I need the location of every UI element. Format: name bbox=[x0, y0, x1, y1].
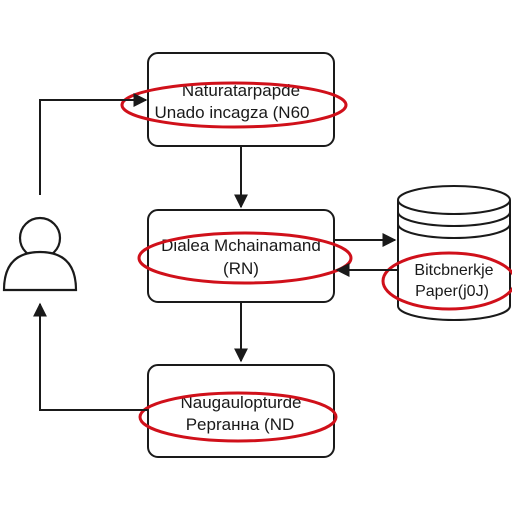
arrow-user-to-top bbox=[39, 93, 148, 195]
user-icon bbox=[2, 216, 78, 292]
top-box-line1: Naturatarpapde bbox=[182, 81, 300, 100]
database-icon: Bitcbnerkje Paper(j0J) bbox=[381, 185, 512, 321]
database-line2: Paper(j0J) bbox=[415, 283, 489, 300]
middle-box-line1: Dialea Mchainamand bbox=[161, 236, 321, 255]
bottom-box-highlight bbox=[138, 391, 338, 443]
middle-process-box: Dialea Mchainamand (RN) bbox=[137, 209, 353, 303]
bottom-box-line2: Peprанна (ND bbox=[186, 415, 295, 434]
database-line1: Bitcbnerkje bbox=[414, 262, 493, 279]
top-box-line2: Unado incagza (N60 bbox=[155, 103, 310, 122]
top-box-highlight bbox=[120, 81, 348, 129]
bottom-process-box: Naugaulopturde Peprанна (ND bbox=[138, 364, 338, 458]
top-process-box: Naturatarpapde Unado incagza (N60 bbox=[120, 52, 348, 147]
bottom-box-line1: Naugaulopturde bbox=[181, 393, 302, 412]
middle-box-line2: (RN) bbox=[223, 259, 259, 278]
database-highlight bbox=[381, 251, 512, 311]
middle-box-highlight bbox=[137, 231, 353, 285]
arrow-bottom-to-user bbox=[33, 302, 148, 411]
